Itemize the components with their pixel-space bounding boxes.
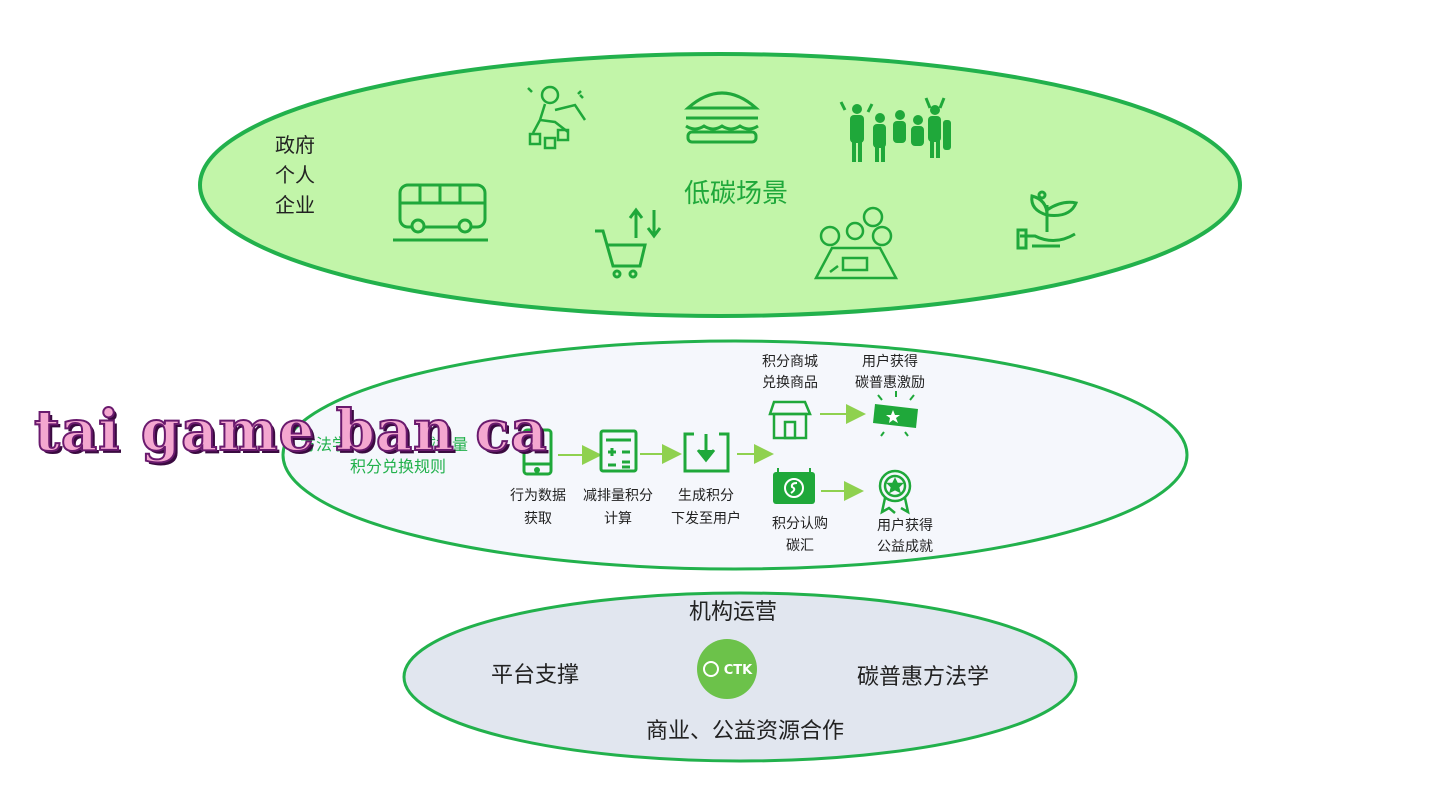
top-ellipse [198, 52, 1242, 318]
carbon-sink-icon [773, 468, 815, 504]
crowd-icon [839, 97, 951, 162]
svg-text:CTK: CTK [724, 663, 753, 678]
top-title: 低碳场景 [684, 179, 788, 209]
actor-enterprise: 企业 [275, 193, 315, 217]
incentive-label: 用户获得碳普惠激励 [855, 353, 925, 391]
burger-icon [684, 91, 760, 144]
step2-label: 减排量积分计算 [583, 488, 653, 527]
mall-label: 积分商城兑换商品 [762, 354, 818, 391]
calculator-icon [599, 429, 638, 473]
operations-layer: 机构运营 平台支撑 碳普惠方法学 商业、公益资源合作 CTK [402, 591, 1078, 763]
meeting-icon [813, 206, 899, 280]
phone-icon [522, 428, 553, 476]
exchange-rules-text: 积分兑换规则 [350, 457, 446, 476]
shopping-cart-icon [595, 207, 662, 279]
overlay-title-text: tai game ban ca [33, 397, 548, 465]
step3-label: 生成积分下发至用户 [671, 488, 741, 527]
plant-hand-icon [1016, 190, 1079, 250]
operations-title: 机构运营 [689, 600, 777, 625]
person-cubes-icon [527, 85, 587, 150]
resource-cooperation-text: 商业、公益资源合作 [646, 719, 844, 744]
actor-individual: 个人 [275, 163, 315, 187]
step1-label: 行为数据获取 [510, 488, 566, 527]
download-icon [683, 432, 730, 473]
bus-icon [393, 183, 488, 242]
store-icon [768, 400, 812, 440]
low-carbon-scenes-layer: 政府 个人 企业 低碳场景 [198, 52, 1242, 318]
middle-ellipse [281, 339, 1189, 571]
platform-support-text: 平台支撑 [491, 663, 579, 688]
reduction-text: 减排量 [420, 435, 468, 454]
achievement-label: 用户获得公益成就 [877, 517, 933, 555]
ctk-logo: CTK [697, 639, 757, 699]
method-text: 方法学 [300, 435, 348, 454]
award-badge-icon [878, 469, 912, 515]
methodology-text: 碳普惠方法学 [857, 665, 989, 690]
actor-government: 政府 [275, 133, 315, 157]
ticket-star-icon [873, 391, 918, 437]
points-flow-layer: 方法学 减排量 积分兑换规则 行为数据获取 减排量积分计算 [281, 339, 1189, 571]
sink-label: 积分认购碳汇 [772, 516, 828, 554]
